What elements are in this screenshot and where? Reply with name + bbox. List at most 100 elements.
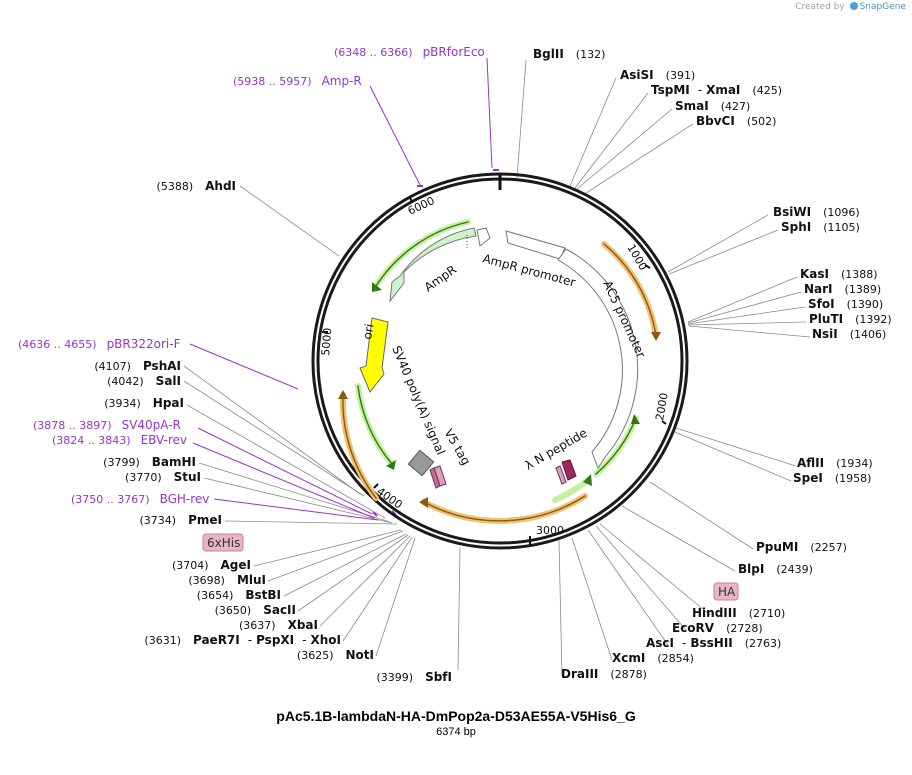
site-hpai: (3934)HpaI	[104, 396, 184, 410]
leader-pluti	[687, 321, 807, 326]
site-bglii: BglII(132)	[533, 47, 605, 61]
tick-label-2000: 2000	[653, 392, 671, 422]
leader-pshai	[183, 365, 361, 495]
leader-blpi	[621, 505, 736, 572]
leader-ahdi	[239, 185, 340, 257]
leader-aflii	[675, 427, 797, 467]
site-pmei: (3734)PmeI	[140, 513, 222, 527]
primer-ebv-rev: (3824 .. 3843)EBV-rev	[52, 433, 187, 447]
leader-mlui	[267, 530, 404, 582]
arrowhead-orange-right	[651, 332, 661, 341]
feature-ac5-promoter	[557, 248, 639, 470]
credit-prefix: Created by	[795, 2, 845, 12]
site-sfoi: SfoI(1390)	[808, 297, 883, 311]
leader-spei	[674, 431, 792, 482]
leader-sbfi	[457, 547, 461, 671]
site-bstbi: (3654)BstBI	[197, 588, 281, 602]
site-xbai: (3637)XbaI	[239, 618, 318, 632]
primer-amp-r: (5938 .. 5957)Amp-R	[233, 74, 362, 88]
site-bamhi: (3799)BamHI	[103, 455, 196, 469]
leader-bbvci	[585, 123, 694, 194]
label-ampr: AmpR	[422, 262, 459, 294]
feature-6xhis	[429, 467, 441, 489]
arrowhead-green-right	[631, 414, 640, 424]
tick-label-5000: 5000	[319, 327, 334, 356]
leader-asci	[587, 529, 669, 646]
site-asisi: AsiSI(391)	[620, 68, 695, 82]
leader-agei	[253, 529, 402, 567]
plasmid-map: 1000 2000 3000 4000 5000 6000	[18, 45, 892, 684]
site-bsiwi: BsiWI(1096)	[773, 205, 860, 219]
leader-stui	[203, 477, 393, 524]
arc-green-left	[355, 383, 395, 467]
leader-sfoi	[687, 306, 806, 325]
snapgene-credit: Created by SnapGene	[795, 2, 906, 12]
tick-mark-4000	[373, 483, 379, 489]
leader-smai	[576, 108, 673, 190]
arrowhead-green-bottom	[583, 474, 592, 486]
primer-pbr322ori-f: (4636 .. 4655)pBR322ori-F	[18, 337, 181, 351]
leader-hpai	[186, 404, 386, 519]
leader-pbr322ori-f	[189, 343, 299, 390]
site-tspmi-xmai: TspMI-XmaI(425)	[651, 83, 782, 97]
site-paer7i-pspxi-xhoi: (3631)PaeR7I-PspXI-XhoI	[144, 633, 341, 647]
arc-orange-bottom-core	[423, 495, 586, 522]
leader-sacii	[297, 534, 409, 612]
primer-labels: (6348 .. 6366)pBRforEco (5938 .. 5957)Am…	[18, 45, 485, 506]
arrowhead-green-left	[386, 460, 396, 470]
leader-asisi	[569, 77, 617, 187]
feature-lambda-n	[561, 459, 577, 481]
arc-arrowheads-green	[372, 282, 640, 486]
site-ppumi: PpuMI(2257)	[756, 540, 847, 554]
leader-bstbi	[283, 533, 407, 597]
site-noti: (3625)NotI	[297, 648, 374, 662]
arrowhead-orange-left	[338, 390, 348, 399]
site-nari: NarI(1389)	[804, 282, 881, 296]
leader-pbrforeco	[486, 57, 493, 169]
site-spei: SpeI(1958)	[793, 471, 871, 485]
feature-ha-tag	[555, 465, 567, 485]
site-asci-bsshii: AscI-BssHII(2763)	[646, 636, 781, 650]
leader-nsii	[688, 325, 811, 338]
arc-arrowheads	[338, 332, 661, 508]
leader-bglii	[516, 59, 527, 179]
site-nsii: NsiI(1406)	[812, 327, 886, 341]
leader-lines	[183, 59, 811, 677]
site-mlui: (3698)MluI	[188, 573, 266, 587]
tick-mark-1000	[644, 264, 651, 269]
leader-amp-r	[369, 85, 421, 186]
primer-sv40pa-r: (3878 .. 3897)SV40pA-R	[33, 418, 181, 432]
site-xcmi: XcmI(2854)	[612, 651, 694, 665]
leader-sv40pa-r	[197, 427, 373, 515]
feature-sv40-polya	[407, 449, 435, 477]
scale-ticks	[322, 196, 667, 546]
tick-mark-6000	[409, 196, 413, 204]
arrowhead-green-top	[372, 282, 382, 292]
site-sphi: SphI(1105)	[781, 220, 860, 234]
boxed-labels: 6xHis HA	[202, 533, 739, 601]
box-6xhis	[202, 533, 244, 552]
leader-tspmi	[574, 92, 649, 189]
boxed-label-6xhis: 6xHis	[207, 536, 240, 550]
site-labels-right: BglII(132) AsiSI(391) TspMI-XmaI(425) Sm…	[533, 47, 892, 681]
leader-ecorv	[595, 525, 687, 631]
snapgene-logo-icon	[849, 2, 858, 10]
label-sv40-polya: SV40 poly(A) signal	[389, 344, 448, 457]
feature-ampr-promoter	[505, 230, 566, 260]
site-draiii: DraIII(2878)	[561, 667, 647, 681]
site-pshai: (4107)PshAI	[94, 359, 181, 373]
feature-arcs	[339, 219, 659, 524]
site-ecorv: EcoRV(2728)	[672, 621, 763, 635]
plasmid-title-block: pAc5.1B-lambdaN-HA-DmPop2a-D53AE55A-V5Hi…	[0, 708, 912, 738]
site-hindiii: HindIII(2710)	[692, 606, 785, 620]
site-sali: (4042)SalI	[107, 374, 181, 388]
leader-hindiii	[599, 523, 711, 616]
label-ori: ori	[360, 323, 376, 341]
plasmid-length: 6374 bp	[436, 726, 476, 738]
leader-bsiwi	[667, 214, 769, 273]
site-agei: (3704)AgeI	[172, 558, 251, 572]
arc-orange-left-core	[342, 394, 377, 499]
arc-orange-right-core	[603, 243, 657, 337]
primer-leaders	[189, 57, 493, 521]
plasmid-name: pAc5.1B-lambdaN-HA-DmPop2a-D53AE55A-V5Hi…	[276, 708, 636, 724]
